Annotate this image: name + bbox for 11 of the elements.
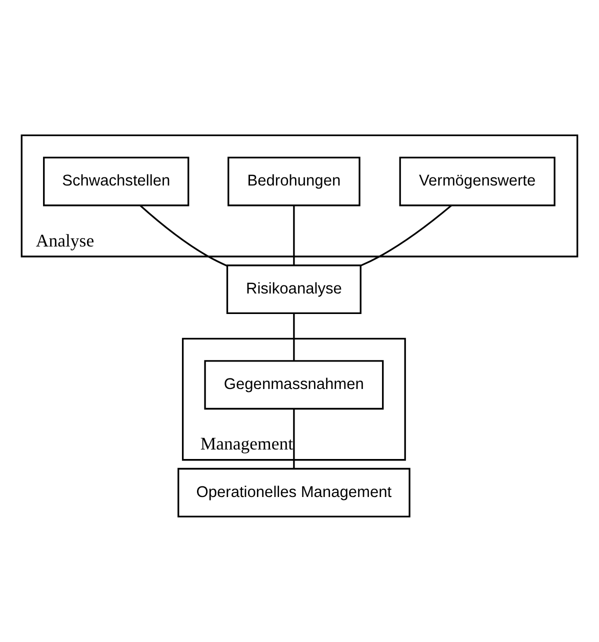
connector [293,312,295,360]
node-box: Schwachstellen [43,156,190,206]
connector [293,204,295,265]
connector [293,408,295,468]
node-box: Risikoanalyse [226,264,362,314]
connector [140,204,228,266]
node-box: Operationelles Management [178,467,410,517]
node-box: Gegenmassnahmen [204,360,384,410]
node-box: Bedrohungen [228,156,360,206]
node-box: Vermögenswerte [399,156,556,206]
connector [360,204,452,266]
